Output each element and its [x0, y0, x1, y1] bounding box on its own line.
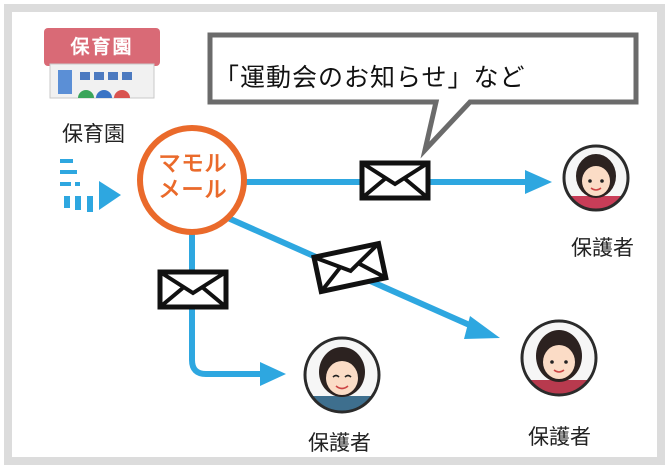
parent-label-1: 保護者 — [571, 236, 634, 260]
parent-label-3: 保護者 — [528, 425, 591, 449]
parent-label-2: 保護者 — [308, 431, 371, 455]
arrow-to-parent-2 — [189, 230, 286, 386]
nursery-sign-text: 保育園 — [70, 36, 134, 58]
callout-text: 「運動会のお知らせ」など — [214, 63, 526, 92]
envelope-icon — [157, 269, 229, 310]
hub-label-line1: マモル — [158, 152, 228, 177]
mamoru-mail-hub — [137, 125, 247, 235]
envelope-icon — [311, 240, 389, 295]
envelope-icon — [359, 160, 431, 201]
parent-avatar-icon — [520, 319, 598, 397]
parent-avatar-icon — [562, 144, 630, 212]
hub-label-line2: メール — [158, 178, 228, 203]
hub-label: マモル メール — [140, 152, 246, 204]
nursery-label: 保育園 — [62, 122, 125, 146]
parent-avatar-icon — [303, 336, 381, 414]
signal-waves-icon — [60, 159, 121, 212]
nursery-building-icon — [44, 28, 160, 99]
callout-box — [207, 32, 639, 159]
